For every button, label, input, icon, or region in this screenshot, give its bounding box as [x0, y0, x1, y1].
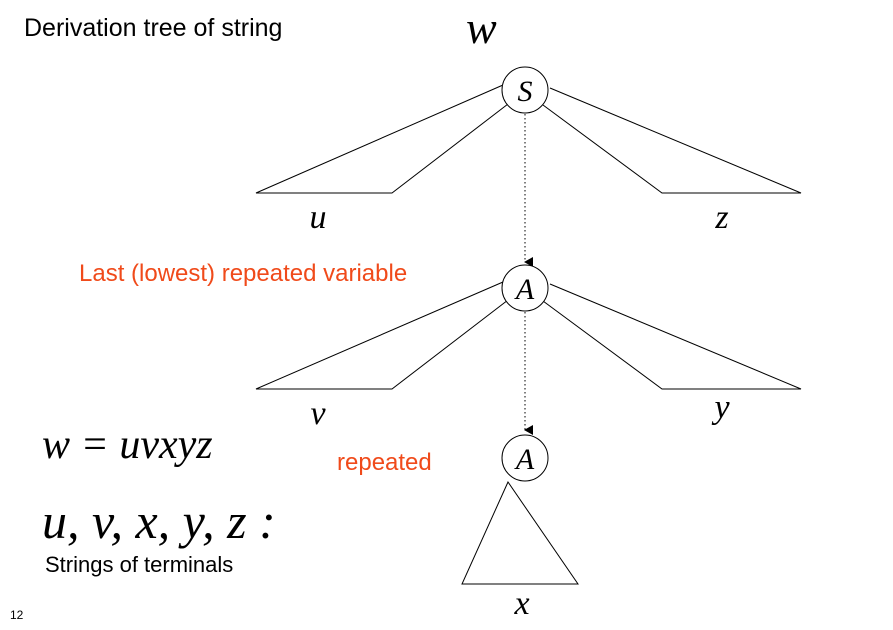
right-subtree-z [542, 87, 802, 194]
left-subtree-v [255, 281, 509, 390]
middle-node-circle [501, 264, 549, 312]
last-repeated-variable-annotation: Last (lowest) repeated variable [79, 260, 408, 287]
leaf-label-z: z [714, 199, 728, 236]
leaf-label-y: y [711, 389, 730, 426]
leaf-label-x: x [513, 585, 529, 622]
right-subtree-y [542, 283, 802, 390]
bottom-node-circle [501, 434, 549, 482]
bottom-subtree-x [461, 480, 579, 585]
root-node-circle [501, 66, 549, 114]
variables-list: u, v, x, y, z : [42, 493, 276, 549]
equation-w-equals-uvxyz: w = uvxyz [42, 422, 213, 468]
middle-node-label: A [514, 273, 535, 306]
strings-of-terminals-caption: Strings of terminals [45, 552, 234, 577]
leaf-label-u: u [310, 199, 327, 236]
top-string-label: w [466, 2, 497, 53]
leaf-label-v: v [310, 395, 326, 432]
left-subtree-u [255, 84, 509, 194]
bottom-node-label: A [514, 443, 535, 476]
page-number: 12 [10, 608, 24, 622]
repeated-annotation: repeated [337, 449, 432, 476]
slide-title: Derivation tree of string [24, 14, 283, 42]
root-node-label: S [518, 75, 533, 108]
